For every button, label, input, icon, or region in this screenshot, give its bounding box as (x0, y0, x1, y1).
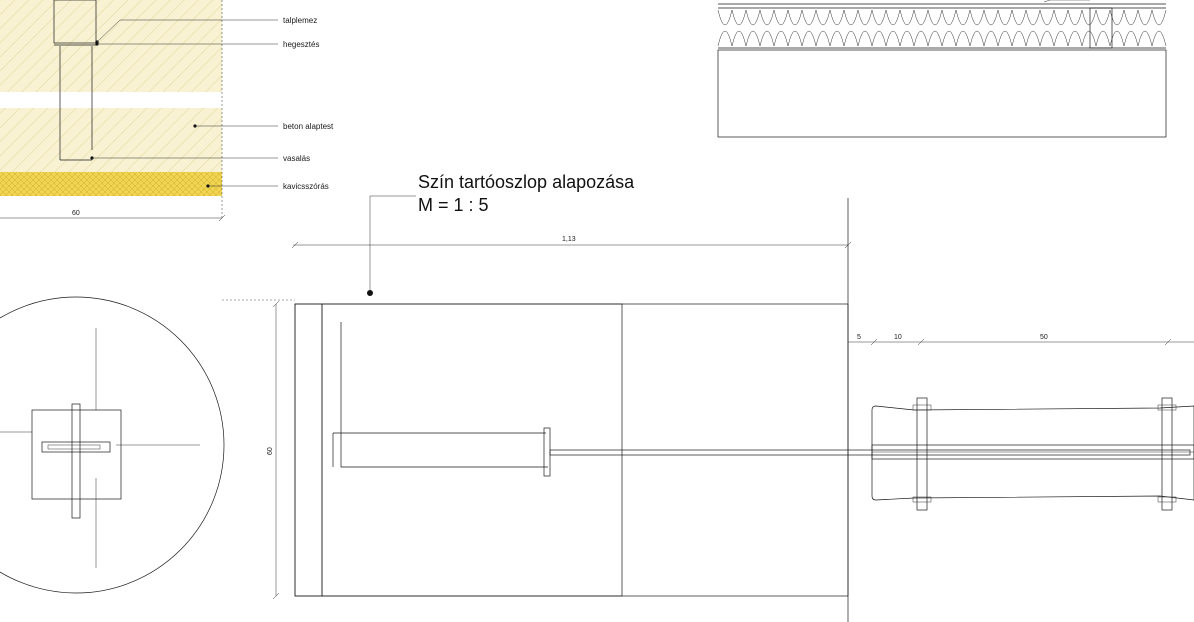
gravel-layer (0, 172, 222, 196)
section-rebar (340, 322, 548, 468)
leader-vasalas: vasalás (90, 154, 310, 163)
concrete-lower-block (0, 108, 222, 172)
dim-text-left-60: 60 (72, 210, 80, 217)
dimension-left-60: 60 (0, 210, 226, 222)
label-beton-alaptest: beton alaptest (283, 122, 334, 131)
column-stub (53, 0, 97, 44)
dim-text-vertical-60: 60 (267, 447, 274, 455)
plan-detail-circle (0, 296, 295, 594)
label-vasalas: vasalás (283, 154, 310, 163)
label-hegesztes: hegesztés (283, 40, 319, 49)
top-right-wall-detail (717, 0, 1167, 138)
post-plan-section (31, 409, 122, 500)
dim-text-113: 1,13 (562, 236, 576, 243)
bolt-left (916, 397, 928, 511)
title-leader (369, 195, 416, 293)
insulation-pattern (717, 9, 1167, 47)
dim-text-10: 10 (894, 334, 902, 341)
anchor-rod (549, 449, 1191, 456)
bolt-right (1161, 397, 1173, 511)
dim-text-50: 50 (1040, 334, 1048, 341)
dimension-vertical-60: 60 (267, 300, 280, 600)
leader-kavics: kavicsszórás (206, 182, 329, 191)
leader-hegesztes: hegesztés (95, 40, 319, 49)
timber-beam-elevation (717, 49, 1167, 138)
leader-beton: beton alaptest (193, 122, 334, 131)
bolt-plate-vertical (71, 403, 81, 519)
timber-post-section (1089, 7, 1113, 49)
label-talplemez: talplemez (283, 16, 317, 25)
title-line-2: M = 1 : 5 (418, 195, 489, 215)
right-post-elevation: 5 10 50 (848, 334, 1194, 511)
concrete-upper-block (0, 0, 222, 92)
dimension-113: 1,13 (291, 236, 852, 249)
insulation-wave (717, 9, 1167, 47)
section-gravel (294, 303, 323, 597)
post-body-elevation (871, 405, 1194, 501)
drawing-title: Szín tartóoszlop alapozása M = 1 : 5 (367, 172, 635, 296)
title-line-1: Szín tartóoszlop alapozása (418, 172, 635, 192)
top-left-elevation-detail: talplemez hegesztés beton alaptest vasal… (0, 0, 334, 222)
foundation-section: 1,13 60 (267, 198, 1191, 622)
dim-text-5: 5 (857, 334, 861, 341)
bolt-plate-horizontal (41, 441, 111, 453)
detail-circle (0, 296, 225, 594)
label-kavicsszoras: kavicsszórás (283, 182, 329, 191)
dimension-right: 5 10 50 (848, 334, 1194, 346)
anchor-plate (543, 427, 551, 477)
